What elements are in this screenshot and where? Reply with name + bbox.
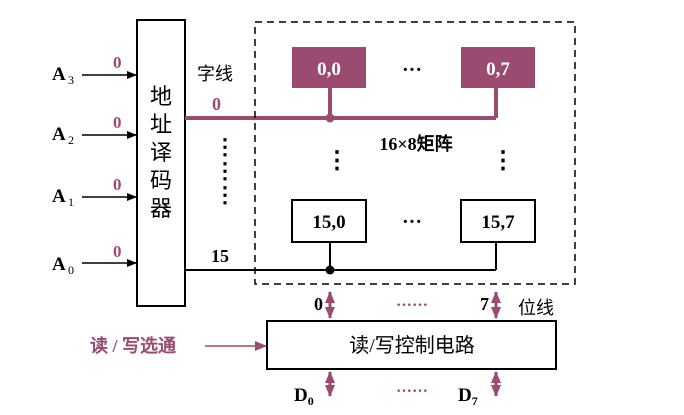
top-row-ellipsis: ··· [402,59,422,81]
data-line-d0-base: D [294,385,308,406]
cell-15-7 [460,199,536,243]
cell-0-7 [461,47,535,88]
data-line-d0-sub: 0 [308,394,314,408]
matrix-label: 16×8矩阵 [379,133,452,154]
matrix-vdots-left: ⋮ [325,148,349,174]
word-line-label: 字线 [197,64,233,84]
address-value: 0 [113,53,122,72]
address-input-a0: A 0 0 [52,242,137,277]
cell-15-0-label: 15,0 [312,212,345,233]
decoder-char: 码 [150,168,172,193]
bit-line-label: 位线 [518,298,554,318]
decoder-char: 址 [150,112,172,137]
word-line-15-junction [325,265,335,275]
matrix-vdots-right: ⋮ [491,148,515,174]
rw-control-circuit-label: 读/写控制电路 [349,334,475,357]
address-input-a3: A 3 0 [52,53,137,87]
address-decoder-label: 地 址 译 码 器 [150,84,172,221]
decoder-char: 地 [150,84,172,109]
matrix-boundary [254,21,576,285]
word-line-vdots-3: ⋮ [214,182,236,207]
rw-control-circuit-box [266,320,557,370]
cell-0-7-label: 0,7 [486,59,510,80]
address-subscript: 2 [68,133,74,147]
word-line-vdots-2: ⋮ [214,158,236,183]
address-value: 0 [113,113,122,132]
word-line-15-label: 15 [211,246,229,266]
data-line-d7-sub: 7 [472,394,478,408]
bottom-row-ellipsis: ··· [402,211,422,233]
address-input-a2: A 2 0 [52,113,137,147]
cell-15-7-label: 15,7 [481,212,515,233]
address-value: 0 [113,175,122,194]
address-label: A [52,186,66,207]
cell-0-0 [292,47,366,88]
decoder-char: 译 [150,140,172,165]
address-label: A [52,124,66,145]
address-input-a1: A 1 0 [52,175,137,209]
data-line-d7-base: D [458,385,472,406]
address-decoder-box [136,19,186,307]
data-line-d0-label: D0 [294,385,314,408]
address-value: 0 [113,242,122,261]
bit-line-0-label: 0 [314,294,323,314]
address-label: A [52,254,66,275]
bit-line-7-label: 7 [480,294,489,314]
decoder-char: 器 [150,196,172,221]
address-subscript: 0 [68,263,74,277]
address-label: A [52,64,66,85]
bit-line-dots: ······ [396,297,428,314]
rw-select-label: 读 / 写选通 [90,335,176,356]
word-line-vdots-1: ⋮ [214,134,236,159]
address-subscript: 1 [68,195,74,209]
word-line-0-junction [325,113,335,123]
data-line-dots: ······ [396,383,428,400]
cell-15-0 [291,199,367,243]
address-subscript: 3 [68,73,74,87]
word-line-0-label: 0 [212,94,221,114]
cell-0-0-label: 0,0 [317,59,341,80]
data-line-d7-label: D7 [458,385,478,408]
